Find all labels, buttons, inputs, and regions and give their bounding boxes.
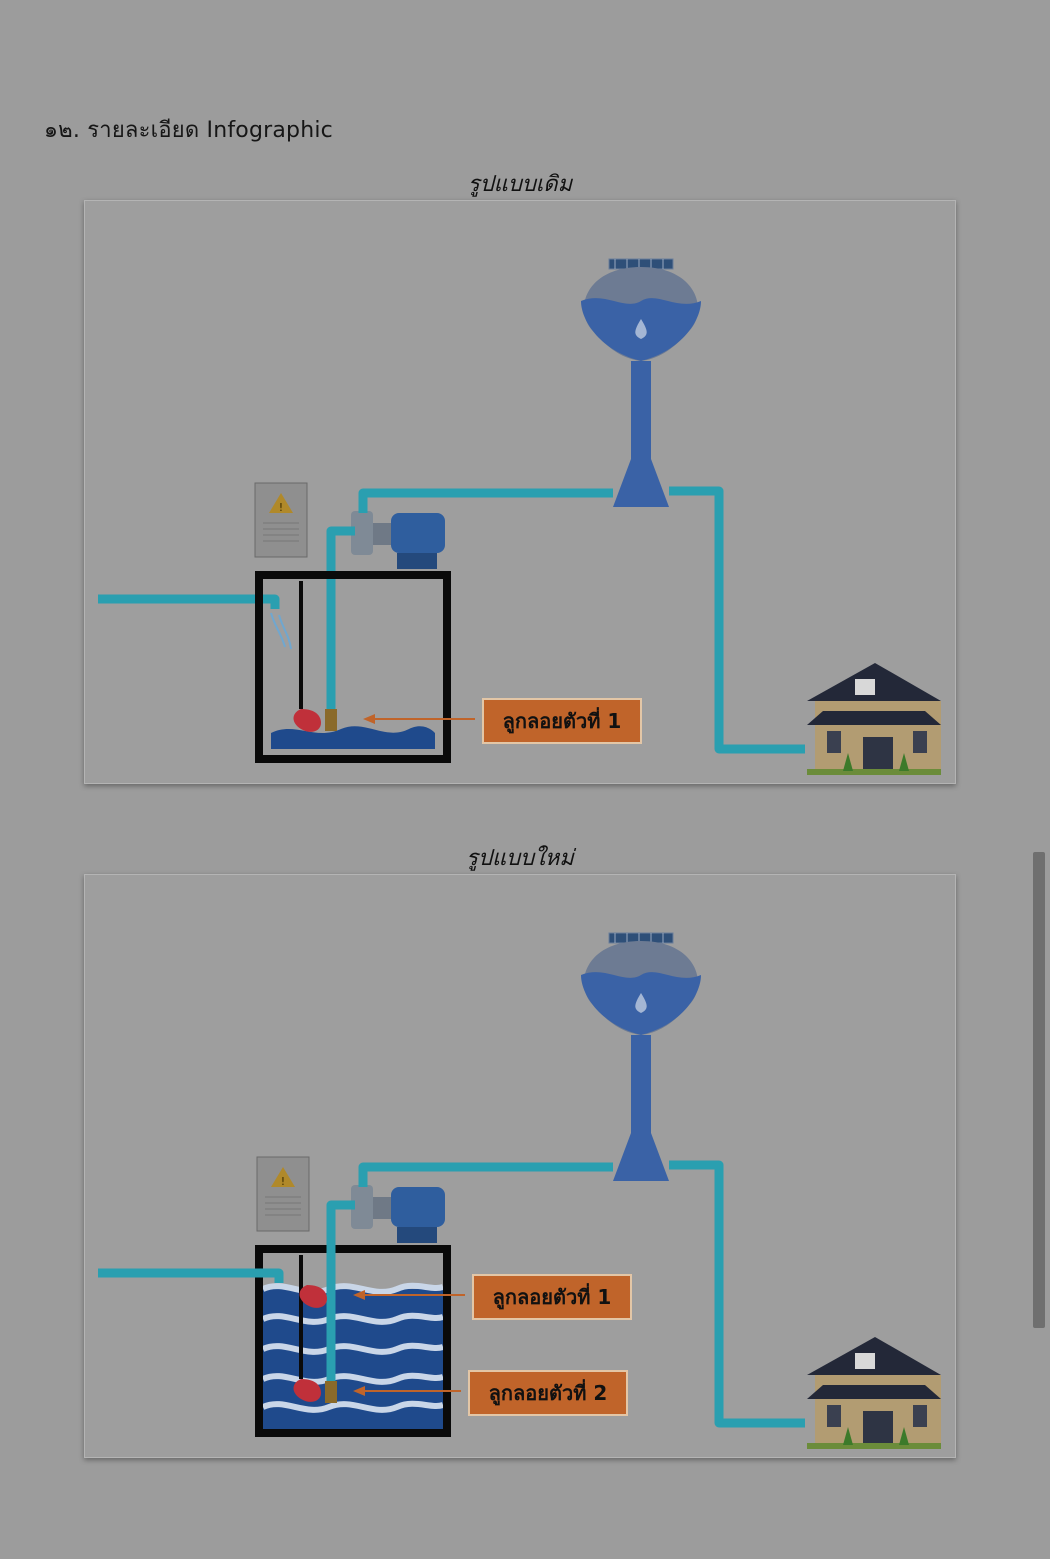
vertical-scrollbar[interactable] xyxy=(1033,852,1045,1328)
float-valve-1-label-text: ลูกลอยตัวที่ 1 xyxy=(503,706,622,735)
caption-original-design: รูปแบบเดิม xyxy=(467,172,573,197)
panel-new-design: ! xyxy=(84,874,956,1458)
svg-text:!: ! xyxy=(281,1175,285,1188)
section-heading: ๑๒. รายละเอียด Infographic xyxy=(44,118,333,143)
float-valve-1-icon xyxy=(293,709,475,732)
water-tank xyxy=(255,1245,451,1437)
caption-new-design: รูปแบบใหม่ xyxy=(466,846,574,871)
float-valve-2-label-text: ลูกลอยตัวที่ 2 xyxy=(489,1378,608,1407)
house-icon xyxy=(807,663,941,775)
svg-text:!: ! xyxy=(279,501,283,514)
water-pump-icon xyxy=(351,1185,445,1243)
water-tower-icon xyxy=(581,932,701,1181)
float-valve-1-label: ลูกลอยตัวที่ 1 xyxy=(472,1274,632,1320)
water-tank xyxy=(255,571,451,763)
float-valve-1-label: ลูกลอยตัวที่ 1 xyxy=(482,698,642,744)
new-design-diagram: ! xyxy=(98,932,941,1449)
float-valve-2-icon xyxy=(293,1379,461,1403)
house-icon xyxy=(807,1337,941,1449)
float-valve-1-icon xyxy=(299,1285,465,1308)
electrical-control-box-icon: ! xyxy=(256,1156,310,1232)
float-valve-1-label-text: ลูกลอยตัวที่ 1 xyxy=(493,1282,612,1311)
water-tower-icon xyxy=(581,258,701,507)
water-pipes xyxy=(98,486,805,754)
original-design-diagram: ! xyxy=(98,258,941,775)
float-valve-2-label: ลูกลอยตัวที่ 2 xyxy=(468,1370,628,1416)
water-pump-icon xyxy=(351,511,445,569)
water-pipes xyxy=(98,1160,805,1428)
electrical-control-box-icon: ! xyxy=(254,482,308,558)
panel-original-design: ! xyxy=(84,200,956,784)
